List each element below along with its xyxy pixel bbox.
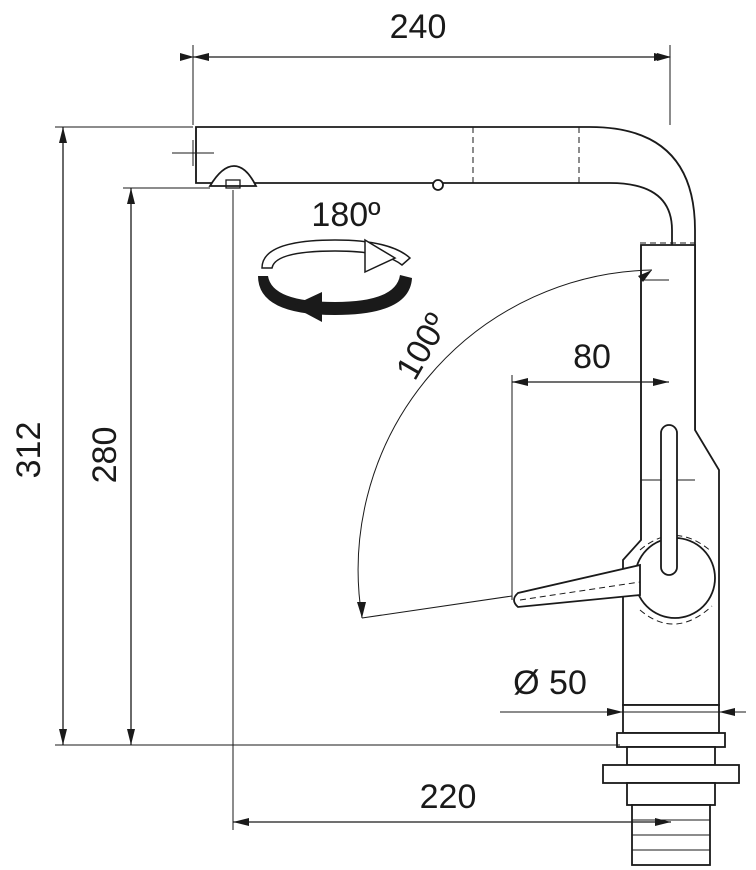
- arrow-240-right: [654, 53, 670, 61]
- label-312: 312: [10, 422, 48, 479]
- cartridge-dash-top: [639, 535, 713, 553]
- arrow-312-bottom: [59, 729, 67, 745]
- arrow-80-right: [653, 378, 669, 386]
- label-diameter-50: Ø 50: [513, 664, 587, 702]
- dim-100-arc: [357, 269, 653, 619]
- lever-centerline: [519, 581, 641, 601]
- faucet-body: [195, 126, 740, 866]
- label-80: 80: [573, 338, 611, 376]
- arrow-50-left: [607, 708, 623, 716]
- arrow-280-bottom: [127, 729, 135, 745]
- rotation-arrow-front-head: [292, 292, 322, 322]
- base-clamp: [626, 782, 716, 806]
- base-flange: [622, 704, 720, 734]
- lever-angled: [513, 563, 641, 608]
- arrow-100-bottom: [357, 602, 366, 618]
- base-ring-2: [626, 746, 716, 766]
- arrow-50-right: [719, 708, 735, 716]
- cartridge-dash-bottom: [639, 605, 713, 625]
- arrow-240-left: [193, 53, 209, 61]
- dimension-lines: [55, 45, 746, 830]
- arrow-280-top: [127, 188, 135, 204]
- aerator: [208, 165, 258, 187]
- lever-upright: [660, 424, 678, 576]
- base-ring-1: [616, 732, 726, 748]
- arrowheads: [59, 53, 735, 826]
- spout-button: [432, 179, 444, 191]
- arrow-100-top: [638, 270, 652, 282]
- arrow-312-top: [59, 127, 67, 143]
- arrow-220-left: [233, 818, 249, 826]
- rotation-arrow-front: [258, 275, 412, 315]
- label-rotation-180: 180º: [311, 196, 380, 234]
- rotation-arrow-back-head: [364, 238, 397, 274]
- aerator-nozzle: [225, 179, 241, 189]
- label-angle-100: 100º: [389, 307, 456, 386]
- arrow-80-left: [512, 378, 528, 386]
- rotation-symbol: [258, 238, 412, 322]
- base-nut: [602, 764, 740, 784]
- label-220: 220: [420, 778, 477, 816]
- label-240: 240: [390, 8, 447, 46]
- label-280: 280: [86, 427, 124, 484]
- spout-outline: [195, 126, 696, 431]
- ext-100-end: [361, 595, 513, 619]
- arrow-220-right: [655, 818, 671, 826]
